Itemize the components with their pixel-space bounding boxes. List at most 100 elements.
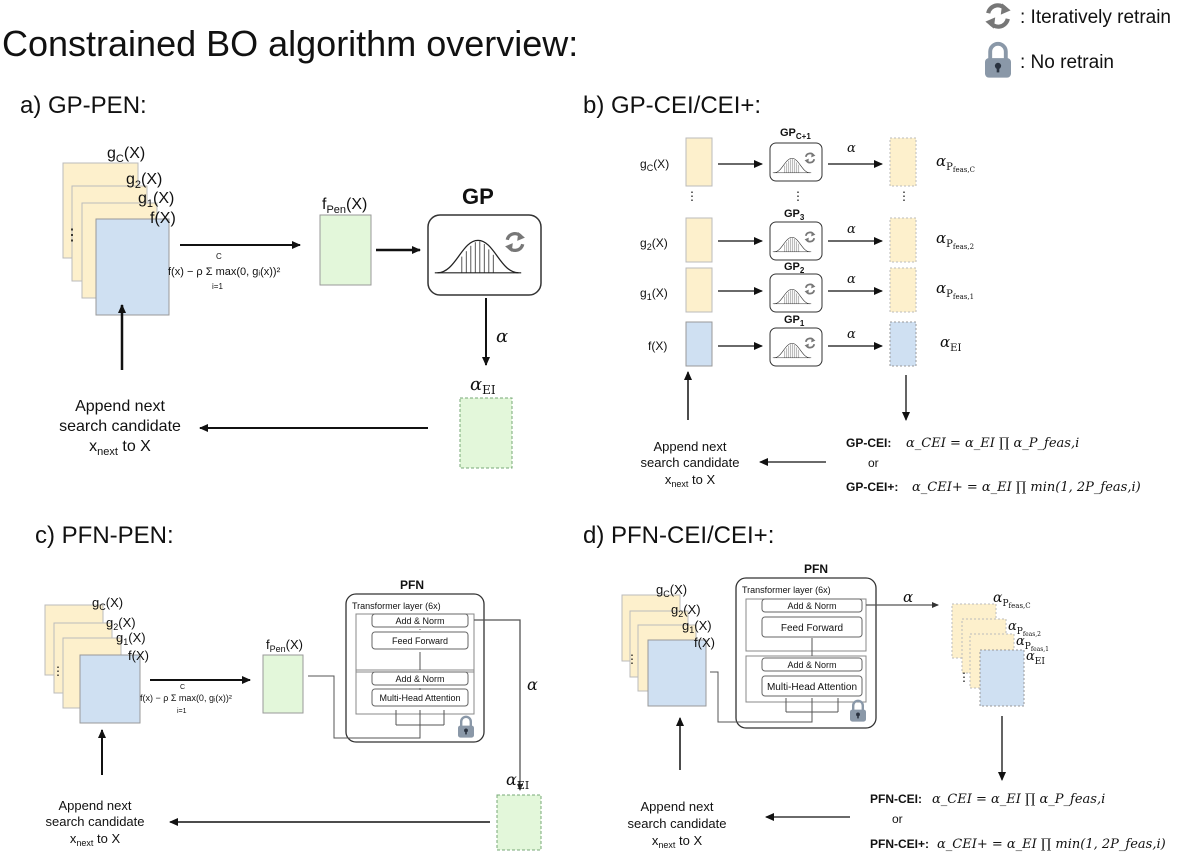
fpen-box	[319, 214, 372, 286]
c-fpen-label: fPen(X)	[266, 637, 303, 654]
dots-out: ⋮	[898, 189, 910, 203]
c-alpha-ei-label: αEI	[506, 770, 529, 792]
c-alpha-ei-box	[496, 794, 542, 851]
d-add-norm-1	[761, 598, 863, 613]
d-feed-forward-text: Feed Forward	[781, 623, 843, 634]
c-append-line-1: Append next	[58, 798, 131, 813]
c-add-norm-1	[371, 613, 469, 628]
c-transformer-label: Transformer layer (6x)	[352, 601, 441, 611]
c-append-line-2: search candidate	[45, 814, 144, 829]
g2-label: g2(X)	[126, 171, 162, 191]
row-1-input-box	[685, 267, 713, 313]
row-1-gp-label: GP2	[784, 261, 805, 275]
c-sum-top: C	[180, 684, 185, 691]
d-ceiplus-label: PFN-CEI+:	[870, 837, 929, 851]
d-add-norm-2	[761, 657, 863, 672]
row-2-alpha: α	[847, 222, 856, 237]
row-f-input-label: f(X)	[648, 339, 667, 353]
row-c-gp-label: GPC+1	[780, 127, 811, 141]
d-g2-label: g2(X)	[671, 602, 701, 619]
c-append-line-3: xnext to X	[70, 831, 121, 848]
d-out-c-label: αPfeas,C	[993, 590, 1031, 610]
panel-gp-cei: b) GP-CEI/CEI+: gC(X) GPC+1 α αPfeas,C ⋮…	[583, 92, 1141, 495]
d-out-2-label: αPfeas,2	[1008, 619, 1041, 638]
d-f-label: f(X)	[694, 635, 715, 650]
row-c-output-label: αPfeas,C	[936, 152, 975, 174]
append-line-1: Append next	[75, 398, 165, 415]
dots-in: ⋮	[686, 189, 698, 203]
append-b-line-2: search candidate	[640, 455, 739, 470]
or-label: or	[868, 456, 879, 470]
d-mha-block	[745, 655, 867, 703]
d-transformer-label: Transformer layer (6x)	[742, 585, 831, 595]
row-f-output-label: αEI	[940, 333, 961, 354]
sum-bottom: i=1	[212, 282, 223, 291]
dots-gp: ⋮	[792, 189, 804, 203]
panel-pfn-pen: c) PFN-PEN: ⋮ gC(X) g2(X) g1(X) f(X) f(x…	[35, 522, 542, 851]
row-2-output-box	[889, 217, 917, 263]
c-fpen-box	[262, 654, 304, 714]
row-f-input-box	[685, 321, 713, 367]
panel-a-title: a) GP-PEN:	[20, 92, 147, 119]
panel-b-title: b) GP-CEI/CEI+:	[583, 92, 761, 119]
c-stack-dots: ⋮	[52, 664, 64, 678]
row-1-output-label: αPfeas,1	[936, 279, 974, 301]
stack-dots: ⋮	[64, 227, 80, 244]
d-g1-label: g1(X)	[682, 618, 712, 635]
c-penalty-formula: f(x) − ρ Σ max(0, gᵢ(x))²	[140, 693, 232, 703]
row-2-gp-box	[769, 221, 823, 261]
d-f-box	[647, 639, 707, 707]
panel-gp-pen: a) GP-PEN: ⋮ gC(X) g2(X) g1(X) f(X) f(x)…	[20, 92, 542, 469]
row-f-alpha: α	[847, 327, 856, 342]
d-add-norm-2-text: Add & Norm	[787, 660, 836, 670]
c-g2-label: g2(X)	[106, 615, 136, 632]
d-stack-dots: ⋮	[626, 652, 638, 666]
row-c-output-box	[889, 137, 917, 187]
d-mha	[761, 675, 863, 697]
row-c-input-label: gC(X)	[640, 157, 669, 173]
g1-label: g1(X)	[138, 190, 174, 210]
d-add-norm-1-text: Add & Norm	[787, 601, 836, 611]
row-1-input-label: g1(X)	[640, 286, 668, 302]
retrain-legend-label: : Iteratively retrain	[1020, 7, 1171, 28]
gp-cei-formula: α_CEI = α_EI ∏ α_P_feas,i	[906, 436, 1079, 451]
retrain-legend: : Iteratively retrain	[985, 3, 1171, 28]
d-append-line-2: search candidate	[627, 816, 726, 831]
sum-top: C	[216, 252, 222, 261]
d-or-label: or	[892, 812, 903, 826]
c-pfn-label: PFN	[400, 578, 424, 592]
alpha-ei-box	[459, 397, 513, 469]
alpha-label: α	[496, 326, 508, 347]
d-alpha-label: α	[903, 588, 913, 606]
d-ceiplus-formula: α_CEI+ = α_EI ∏ min(1, 2P_feas,i)	[937, 837, 1166, 852]
c-sum-bottom: i=1	[177, 708, 187, 715]
noretrain-legend: : No retrain	[983, 41, 1114, 80]
panel-pfn-cei: d) PFN-CEI/CEI+: ⋮ gC(X) g2(X) g1(X) f(X…	[583, 522, 1166, 852]
row-2-input-box	[685, 217, 713, 263]
row-1-gp-box	[769, 273, 823, 313]
fpen-label: fPen(X)	[322, 196, 367, 216]
d-out-ei-label: αEI	[1026, 649, 1045, 667]
d-out-dots: ⋮	[958, 670, 970, 684]
row-2-gp-label: GP3	[784, 208, 805, 222]
row-c-alpha: α	[847, 141, 856, 156]
append-b-line-3: xnext to X	[665, 472, 716, 489]
row-f-gp-box	[769, 327, 823, 367]
d-pfn-label: PFN	[804, 562, 828, 576]
penalty-formula: f(x) − ρ Σ max(0, gᵢ(x))²	[168, 266, 281, 278]
gp-ceiplus-formula: α_CEI+ = α_EI ∏ min(1, 2P_feas,i)	[912, 480, 1141, 495]
d-append-line-1: Append next	[640, 799, 713, 814]
d-gc-label: gC(X)	[656, 582, 687, 599]
c-gc-label: gC(X)	[92, 595, 123, 612]
row-2-input-label: g2(X)	[640, 236, 668, 252]
row-f-gp-label: GP1	[784, 314, 805, 328]
d-cei-label: PFN-CEI:	[870, 792, 922, 806]
row-1-output-box	[889, 267, 917, 313]
c-g1-label: g1(X)	[116, 630, 146, 647]
f-label: f(X)	[150, 210, 176, 227]
d-out-ei	[979, 649, 1025, 707]
c-feed-forward	[371, 631, 469, 650]
alpha-ei-label: αEI	[470, 374, 496, 397]
append-b-line-1: Append next	[653, 439, 726, 454]
